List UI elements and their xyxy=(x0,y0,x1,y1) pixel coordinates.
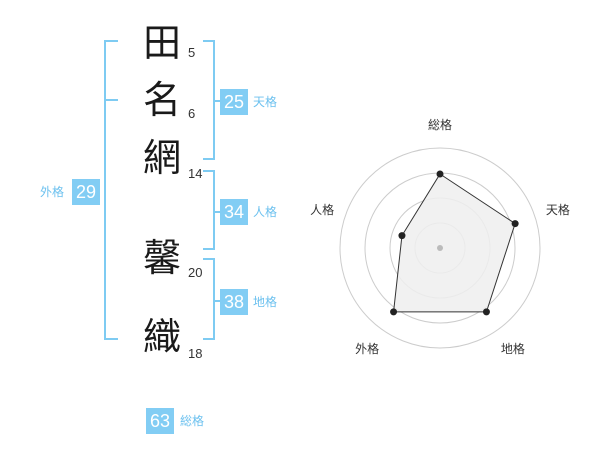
soukaku-label: 総格 xyxy=(180,414,205,428)
tenkaku-bracket-bottom xyxy=(203,158,215,160)
radar-center xyxy=(437,245,443,251)
chikaku-value-badge: 38 xyxy=(220,289,248,315)
chikaku-bracket-bottom xyxy=(203,338,215,340)
radar-area xyxy=(393,173,516,313)
radar-axis-label: 地格 xyxy=(500,341,525,356)
stroke-count-4: 20 xyxy=(188,265,203,280)
jinkaku-value-badge: 34 xyxy=(220,199,248,225)
chikaku-bracket-vertical xyxy=(213,258,215,340)
stroke-count-5: 18 xyxy=(188,346,203,361)
jinkaku-label: 人格 xyxy=(253,205,278,219)
radar-point xyxy=(482,308,490,316)
tenkaku-bracket-top xyxy=(203,40,215,42)
radar-axis-label: 天格 xyxy=(545,203,570,218)
jinkaku-connector xyxy=(213,211,221,213)
tenkaku-connector xyxy=(213,100,221,102)
radar-axis-label: 人格 xyxy=(310,203,335,218)
radar-point xyxy=(398,232,406,240)
name-char-5: 織 xyxy=(142,315,181,359)
tenkaku-label: 天格 xyxy=(253,95,278,109)
jinkaku-bracket-vertical xyxy=(213,170,215,250)
radar-ring xyxy=(339,147,541,349)
name-char-2: 名 xyxy=(142,78,181,122)
jinkaku-bracket-bottom xyxy=(203,248,215,250)
gaikaku-bracket-bottom xyxy=(104,338,118,340)
chikaku-label: 地格 xyxy=(253,295,278,309)
name-char-3: 網 xyxy=(142,136,181,180)
radar-axis-label: 外格 xyxy=(355,341,380,356)
tenkaku-value-badge: 25 xyxy=(220,89,248,115)
radar-point xyxy=(511,220,519,228)
stroke-count-3: 14 xyxy=(188,166,203,181)
gaikaku-bracket-top xyxy=(104,40,118,42)
radar-point xyxy=(390,308,398,316)
gaikaku-bracket-vertical xyxy=(104,40,106,340)
gaikaku-label: 外格 xyxy=(40,185,65,199)
stroke-count-2: 6 xyxy=(188,106,196,121)
name-char-1: 田 xyxy=(142,21,181,65)
stroke-count-1: 5 xyxy=(188,45,196,60)
gaikaku-bracket-mid xyxy=(104,99,118,101)
radar-point xyxy=(436,170,444,178)
chikaku-bracket-top xyxy=(203,258,215,260)
radar-axis-label: 総格 xyxy=(428,117,453,132)
name-char-4: 馨 xyxy=(142,236,181,280)
soukaku-value-badge: 63 xyxy=(146,408,174,434)
chikaku-connector xyxy=(213,300,221,302)
jinkaku-bracket-top xyxy=(203,170,215,172)
gaikaku-value-badge: 29 xyxy=(72,179,100,205)
